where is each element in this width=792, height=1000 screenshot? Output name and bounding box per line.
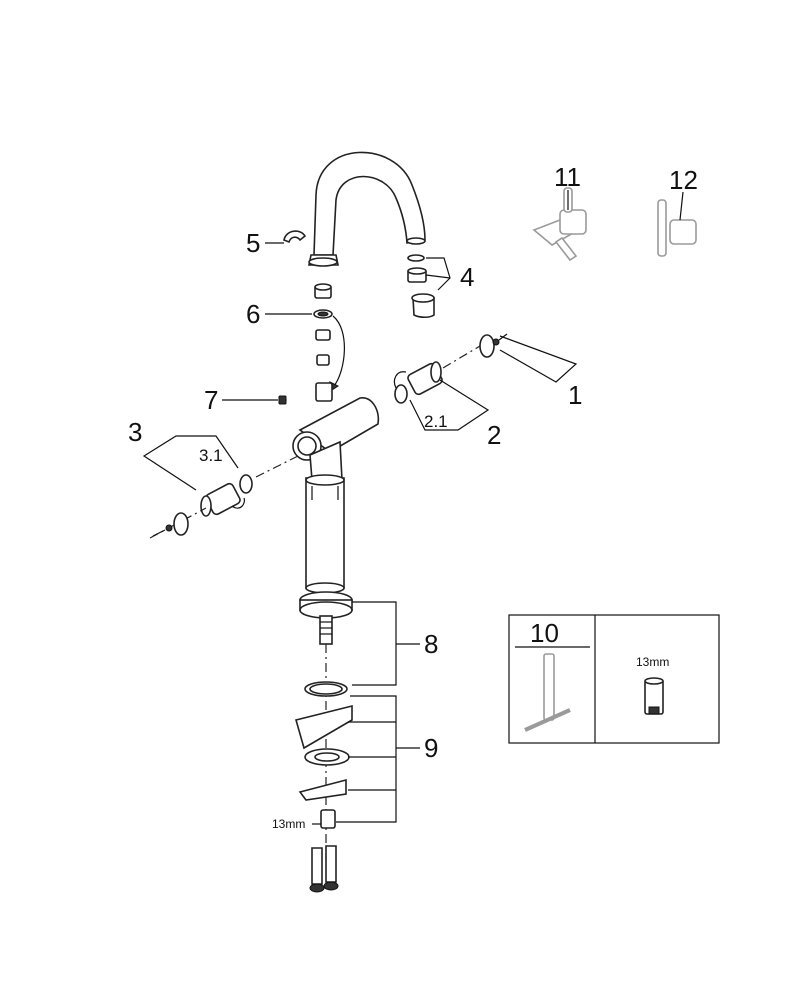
callout-7: 7: [204, 385, 218, 415]
callout-2-1: 2.1: [424, 412, 448, 431]
part-9-mounting-kit: 9 13mm: [272, 681, 438, 831]
callout-11: 11: [554, 162, 581, 192]
callout-4: 4: [460, 262, 474, 292]
part-4-aerator: 4: [407, 254, 474, 319]
supply-hoses: [309, 845, 339, 893]
part-3-cartridge: 3.1 3: [128, 417, 301, 539]
tool-box: 10 13mm: [508, 614, 720, 744]
part-1-handle-screw: 1: [479, 333, 582, 410]
part-7-screw: 7: [204, 385, 287, 415]
callout-8: 8: [424, 629, 438, 659]
faucet-body: [292, 382, 380, 594]
callout-1: 1: [568, 380, 582, 410]
part-5-clip: 5: [246, 228, 307, 258]
part-11-lever-handle: 11: [532, 162, 587, 262]
nut-size-label: 13mm: [272, 817, 305, 831]
spout: [308, 151, 426, 267]
callout-9: 9: [424, 733, 438, 763]
callout-3-1: 3.1: [199, 446, 223, 465]
callout-5: 5: [246, 228, 260, 258]
part-6-seals: 6: [246, 283, 345, 391]
wrench-size-label: 13mm: [636, 655, 669, 669]
callout-10: 10: [530, 618, 559, 648]
callout-6: 6: [246, 299, 260, 329]
callout-12: 12: [669, 165, 698, 195]
part-12-handle: 12: [657, 165, 698, 257]
part-2-cartridge: 2.1 2: [393, 345, 501, 450]
callout-2: 2: [487, 420, 501, 450]
callout-3: 3: [128, 417, 142, 447]
